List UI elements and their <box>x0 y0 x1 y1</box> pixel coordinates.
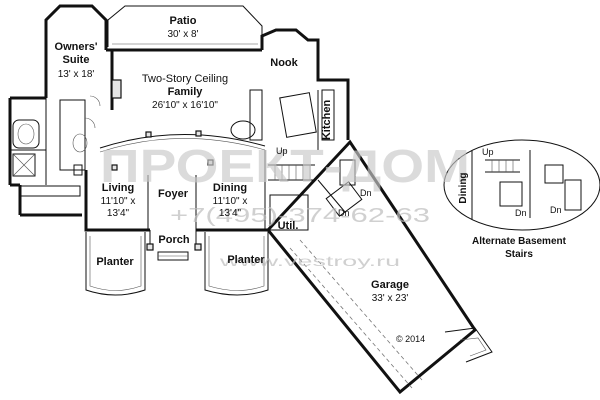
stair-up-label: Up <box>276 146 288 156</box>
family-label: Family <box>168 86 204 98</box>
main-walls <box>84 28 350 232</box>
stair-dn2-label: Dn <box>360 188 372 198</box>
util-label: Util. <box>278 220 299 232</box>
family-dims: 26'10" x 16'10" <box>152 100 218 111</box>
owners-suite-label-1: Owners' <box>55 41 98 53</box>
patio-dims: 30' x 8' <box>167 29 198 40</box>
porch-label: Porch <box>158 234 189 246</box>
planter-right-label: Planter <box>227 254 265 266</box>
alt-up-label: Up <box>482 147 494 157</box>
stair-up <box>268 164 315 181</box>
stair-dn-label: Dn <box>338 208 350 218</box>
patio-label: Patio <box>170 15 197 27</box>
living-dims-1: 11'10" x <box>101 196 136 207</box>
nook-label: Nook <box>270 57 298 69</box>
alt-dn-label: Dn <box>515 208 527 218</box>
alt-title-1: Alternate Basement <box>472 236 567 247</box>
alt-dining-label: Dining <box>458 172 469 203</box>
watermark-site: www.vestroy.ru <box>218 253 400 269</box>
planter-right-shape <box>204 232 269 296</box>
garage-dims: 33' x 23' <box>372 293 409 304</box>
alt-title-2: Stairs <box>505 249 533 260</box>
owners-suite-area <box>8 4 108 217</box>
garage-area <box>266 139 493 395</box>
alternate-stairs-diagram <box>443 139 600 231</box>
alt-dn2-label: Dn <box>550 205 562 215</box>
planter-left-shape <box>85 232 146 296</box>
porch-area <box>146 230 202 261</box>
foyer-label: Foyer <box>158 188 189 200</box>
watermark-phone: +7(495)-374-62-63 <box>170 205 430 227</box>
patio-area <box>107 5 263 47</box>
planter-left-label: Planter <box>96 256 134 268</box>
dining-label: Dining <box>213 182 247 194</box>
living-dims-2: 13'4" <box>107 208 130 219</box>
dining-dims-2: 13'4" <box>219 208 242 219</box>
owners-suite-dims: 13' x 18' <box>58 69 95 80</box>
kitchen-label: Kitchen <box>321 100 333 141</box>
owners-suite-label-2: Suite <box>63 54 90 66</box>
family-note: Two-Story Ceiling <box>142 73 228 85</box>
copyright-text: © 2014 <box>396 334 425 344</box>
garage-label: Garage <box>371 279 409 291</box>
watermark: ПРОЕКТ-ДОМ +7(495)-374-62-63 www.vestroy… <box>100 140 470 269</box>
watermark-main: ПРОЕКТ-ДОМ <box>100 140 470 192</box>
dining-dims-1: 11'10" x <box>213 196 248 207</box>
living-label: Living <box>102 182 134 194</box>
